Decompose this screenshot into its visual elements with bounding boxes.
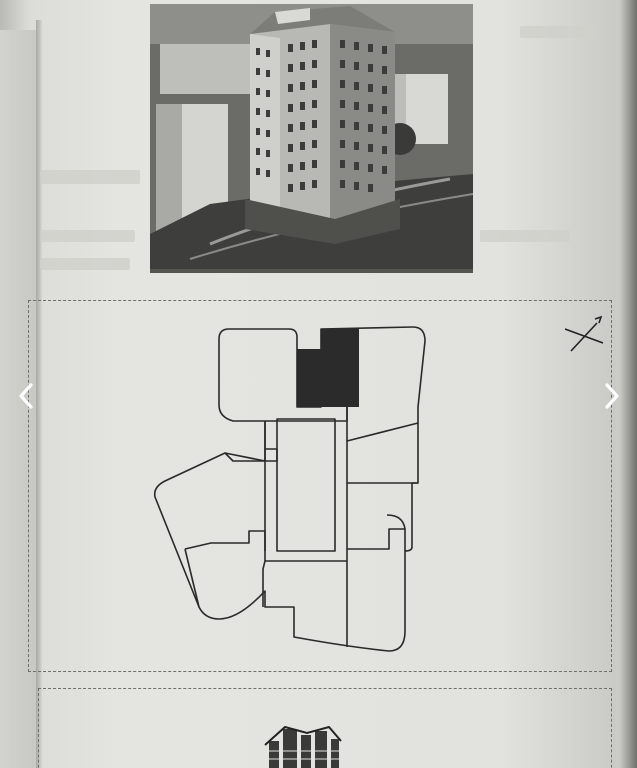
bleed-through-text [40,170,140,184]
tower-rendering-image [150,4,473,273]
previous-image-button[interactable] [8,376,44,416]
floor-plan-frame [28,300,612,672]
core-block [297,329,359,407]
page-fold-shadow [36,20,42,768]
chevron-right-icon [605,383,619,409]
tower-elevation-thumbnail [264,725,342,768]
north-arrow-icon [564,315,604,352]
bleed-through-text [480,230,570,242]
next-image-button[interactable] [594,376,630,416]
elevation-thumbnail-frame [38,688,612,768]
bleed-through-text [520,26,600,38]
chevron-left-icon [19,383,33,409]
bleed-through-text [40,230,135,242]
floor-plan-drawing [153,315,604,652]
bleed-through-text [40,258,130,270]
